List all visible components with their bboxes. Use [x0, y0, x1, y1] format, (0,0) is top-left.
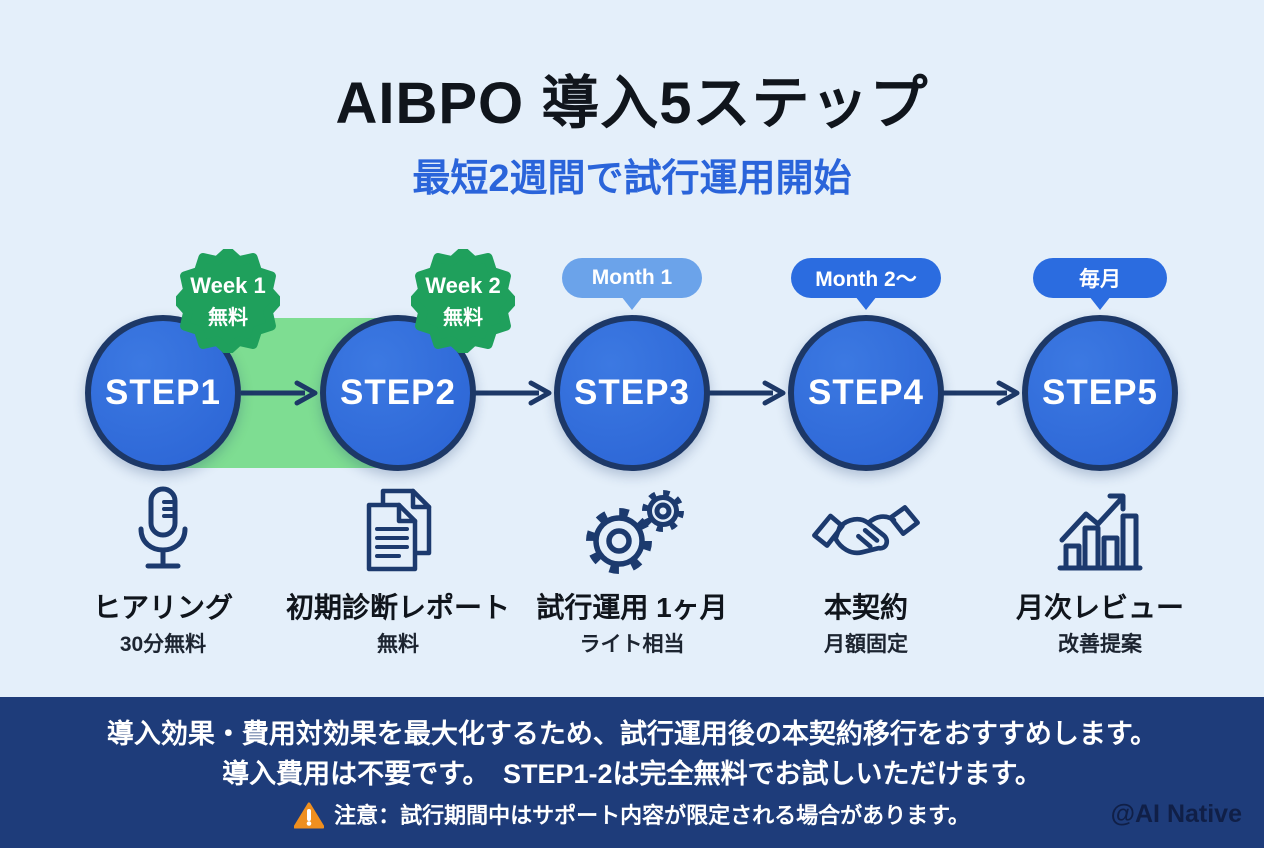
- step1-free-seal-badge: Week 1 無料: [176, 249, 280, 353]
- arrow-step2-step3: [475, 380, 552, 406]
- step2-free-seal-badge: Week 2 無料: [411, 249, 515, 353]
- step1-badge-subtext: 無料: [208, 306, 248, 329]
- documents-icon: [366, 488, 432, 572]
- page-subtitle: 最短2週間で試行運用開始: [412, 158, 852, 200]
- footer-banner: 導入効果・費用対効果を最大化するため、試行運用後の本契約移行をおすすめします。 …: [0, 697, 1264, 848]
- step5-circle: STEP5: [1022, 315, 1178, 471]
- step5-month-badge: 毎月: [1033, 258, 1167, 310]
- step5-label: STEP5: [1042, 373, 1158, 412]
- bubble-tail: [1089, 296, 1111, 310]
- bar-chart-icon: [1057, 493, 1143, 571]
- arrow-step4-step5: [943, 380, 1020, 406]
- step2-badge-text: Week 2: [425, 272, 501, 298]
- step4-badge-text: Month 2〜: [815, 268, 917, 291]
- step4-subtitle: 月額固定: [824, 633, 908, 656]
- step3-month-badge: Month 1: [562, 258, 702, 310]
- step5-badge-text: 毎月: [1079, 268, 1121, 291]
- warning-triangle-icon: [293, 802, 325, 829]
- step1-badge-text: Week 1: [190, 272, 266, 298]
- step2-label: STEP2: [340, 373, 456, 412]
- gears-icon: [586, 490, 684, 574]
- step3-circle: STEP3: [554, 315, 710, 471]
- bubble-tail: [855, 296, 877, 310]
- watermark: @AI Native: [1110, 800, 1242, 828]
- step2-subtitle: 無料: [377, 633, 419, 656]
- step3-badge-text: Month 1: [591, 266, 673, 289]
- arrow-step3-step4: [709, 380, 786, 406]
- step3-subtitle: ライト相当: [579, 633, 685, 656]
- footer-free-trial-text: 導入費用は不要です。 STEP1-2は完全無料でお試しいただけます。: [222, 759, 1042, 789]
- bubble-tail: [621, 296, 643, 310]
- handshake-icon: [812, 505, 920, 556]
- step2-badge-subtext: 無料: [443, 306, 483, 329]
- step2-title: 初期診断レポート: [285, 592, 510, 623]
- step4-circle: STEP4: [788, 315, 944, 471]
- step4-label: STEP4: [808, 373, 924, 412]
- step1-title: ヒアリング: [92, 592, 233, 623]
- step1-label: STEP1: [105, 373, 221, 412]
- step3-icon-box: [577, 484, 687, 580]
- step5-title: 月次レビュー: [1015, 592, 1184, 623]
- arrow-step1-step2: [241, 380, 318, 406]
- step2-icon-box: [343, 484, 453, 580]
- footer-recommendation-text: 導入効果・費用対効果を最大化するため、試行運用後の本契約移行をおすすめします。: [106, 719, 1158, 749]
- microphone-icon: [138, 486, 188, 569]
- step1-subtitle: 30分無料: [119, 633, 207, 656]
- step4-title: 本契約: [823, 592, 908, 623]
- seal-starburst-icon: [176, 249, 280, 353]
- step3-title: 試行運用 1ヶ月: [536, 592, 728, 623]
- seal-starburst-icon: [411, 249, 515, 353]
- footer-warning-row: 注意：試行期間中はサポート内容が限定される場合があります。: [0, 798, 1264, 830]
- step5-subtitle: 改善提案: [1058, 633, 1142, 656]
- footer-warning-text: 注意：試行期間中はサポート内容が限定される場合があります。: [334, 803, 970, 828]
- page-title: AIBPO 導入5ステップ: [335, 71, 929, 136]
- step4-month-badge: Month 2〜: [791, 258, 941, 310]
- step1-icon-box: [108, 484, 218, 580]
- step4-icon-box: [811, 484, 921, 580]
- step5-icon-box: [1045, 484, 1155, 580]
- step3-label: STEP3: [574, 373, 690, 412]
- step1-circle: STEP1: [85, 315, 241, 471]
